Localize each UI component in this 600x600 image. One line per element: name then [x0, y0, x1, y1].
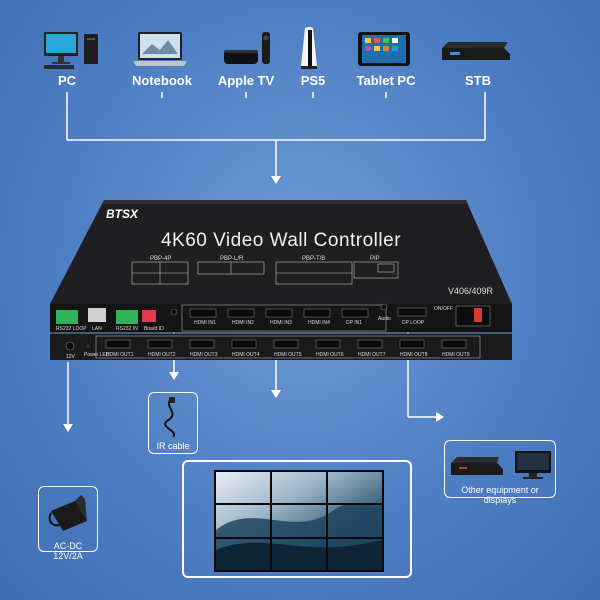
port-label-audio: Audio: [378, 316, 391, 322]
mode-label-pbp-tb: PBP-T/B: [302, 256, 325, 262]
source-label-stb: STB: [465, 73, 491, 88]
port-label-dp-in1: DP IN1: [346, 320, 362, 326]
power-adapter-box: AC-DC 12V/2A: [38, 486, 98, 561]
ir-cable-icon: [164, 397, 176, 438]
port-label-lan: LAN: [92, 326, 102, 332]
port-label-hdmi-out7: HDMI OUT7: [358, 352, 386, 358]
port-label-hdmi-out8: HDMI OUT8: [400, 352, 428, 358]
video-wall-box: [182, 460, 412, 578]
mode-label-pbp-4p: PBP-4P: [150, 256, 171, 262]
port-label-hdmi-out5: HDMI OUT5: [274, 352, 302, 358]
port-label-hdmi-in2: HDMI IN2: [232, 320, 254, 326]
mode-label-pip: PIP: [370, 256, 380, 262]
port-label-12v: 12V: [66, 354, 76, 360]
port-label-power-led: Power LED: [84, 352, 110, 358]
video-wall-controller: BTSX 4K60 Video Wall Controller V406/409…: [48, 196, 514, 362]
port-label-hdmi-out2: HDMI OUT2: [148, 352, 176, 358]
video-wall-display: [214, 470, 384, 572]
port-label-on-off: ON/OFF: [434, 306, 453, 312]
apple-tv-icon: [224, 32, 270, 64]
desktop-pc-icon: [44, 32, 98, 69]
source-label-apple-tv: Apple TV: [217, 73, 275, 88]
port-label-hdmi-in4: HDMI IN4: [308, 320, 330, 326]
tablet-icon: [358, 32, 410, 66]
source-label-ps5: PS5: [300, 73, 326, 88]
port-label-board-id: Board ID: [144, 326, 164, 332]
device-title: 4K60 Video Wall Controller: [161, 230, 401, 251]
other-equipment-icon: [451, 451, 551, 479]
power-adapter-icon: [48, 495, 87, 531]
source-label-notebook: Notebook: [132, 73, 192, 88]
ir-cable-box: IR cable: [148, 392, 198, 454]
source-label-tablet: Tablet PC: [356, 73, 416, 88]
port-label-hdmi-out9: HDMI OUT9: [442, 352, 470, 358]
port-label-hdmi-out1: HDMI OUT1: [106, 352, 134, 358]
ir-cable-label: IR cable: [156, 441, 190, 451]
port-label-dp-loop: DP LOOP: [402, 320, 425, 326]
port-label-hdmi-out3: HDMI OUT3: [190, 352, 218, 358]
mode-label-pbp-lr: PBP-L/R: [220, 256, 244, 262]
brand-logo: BTSX: [106, 207, 139, 221]
port-label-hdmi-in1: HDMI IN1: [194, 320, 216, 326]
other-equipment-box: Other equipment or displays: [444, 440, 556, 505]
power-adapter-label: AC-DC 12V/2A: [53, 541, 83, 561]
set-top-box-icon: [442, 42, 510, 60]
laptop-icon: [133, 32, 187, 66]
port-label-rs232-in: RS232 IN: [116, 326, 138, 332]
port-label-hdmi-out6: HDMI OUT6: [316, 352, 344, 358]
source-label-pc: PC: [57, 73, 77, 88]
port-label-hdmi-in3: HDMI IN3: [270, 320, 292, 326]
device-model: V406/409R: [448, 286, 494, 296]
other-equipment-label: Other equipment or displays: [461, 485, 539, 505]
port-label-rs232-loop: RS232 LOOP: [56, 326, 87, 332]
ps5-console-icon: [301, 27, 317, 69]
port-label-hdmi-out4: HDMI OUT4: [232, 352, 260, 358]
